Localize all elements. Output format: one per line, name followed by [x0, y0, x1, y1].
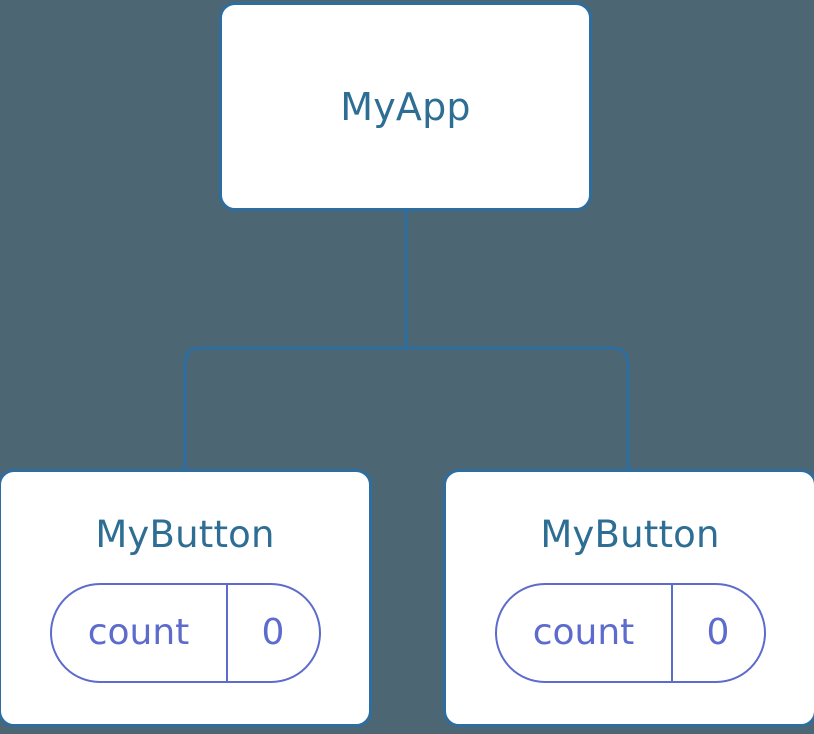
node-mybutton-1-label: MyButton: [95, 513, 275, 556]
node-myapp-label: MyApp: [340, 84, 471, 129]
node-myapp[interactable]: MyApp: [219, 2, 592, 211]
state-pill-2-value: 0: [706, 612, 730, 653]
state-pill-1-value: 0: [261, 612, 285, 653]
node-mybutton-1[interactable]: MyButton count 0: [0, 469, 372, 727]
node-mybutton-2[interactable]: MyButton count 0: [443, 469, 814, 727]
state-pill-2-key: count: [497, 585, 673, 681]
state-pill-1-key: count: [52, 585, 228, 681]
state-pill-1[interactable]: count 0: [49, 583, 321, 683]
node-mybutton-2-label: MyButton: [540, 513, 720, 556]
edge-branch-bar: [183, 346, 630, 470]
state-pill-2[interactable]: count 0: [494, 583, 766, 683]
